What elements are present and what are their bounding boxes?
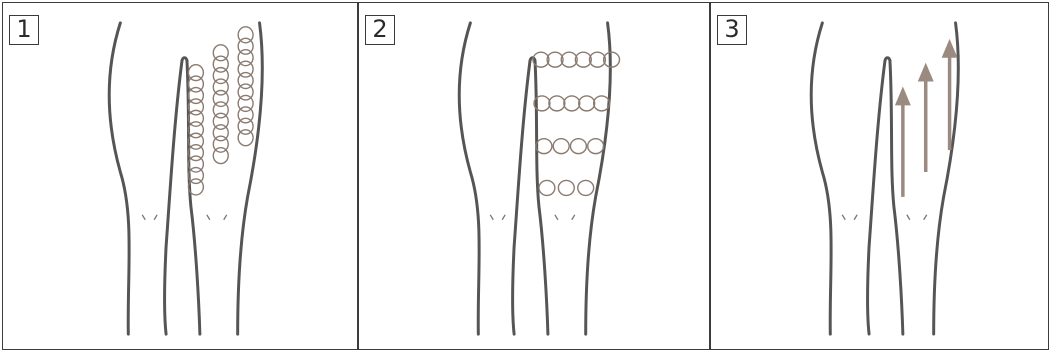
upward-arrow-1	[895, 87, 911, 197]
left-leg-outer-outline	[109, 23, 129, 334]
massage-circle	[553, 139, 569, 154]
left-leg-inner-outline	[513, 61, 530, 334]
left-leg-inner-outline	[165, 61, 182, 334]
upward-arrow-2	[918, 63, 934, 172]
massage-circle	[594, 96, 610, 111]
knee-marks	[842, 215, 926, 220]
panel-step-3: 3	[710, 2, 1049, 350]
massage-circle	[238, 130, 253, 146]
massage-circle	[549, 96, 565, 111]
massage-circle	[564, 96, 580, 111]
panel-step-1: 1	[2, 2, 358, 350]
left-leg-outer-outline	[811, 23, 831, 334]
right-leg-outer-outline	[934, 23, 959, 334]
massage-circle	[578, 180, 594, 195]
knee-marks	[142, 215, 227, 220]
massage-circle	[536, 139, 552, 154]
left-leg-outer-outline	[459, 23, 479, 334]
panel-step-2: 2	[358, 2, 710, 350]
massage-circle	[570, 139, 586, 154]
massage-circle	[558, 180, 574, 195]
left-leg-inner-outline	[868, 61, 885, 334]
massage-circle	[588, 139, 604, 154]
right-leg-inner-outline	[535, 61, 548, 334]
legs-illustration	[711, 3, 1048, 349]
right-leg-inner-outline	[187, 61, 200, 334]
massage-circle	[213, 148, 228, 164]
right-leg-outer-outline	[586, 23, 611, 334]
massage-circle	[539, 180, 555, 195]
legs-illustration	[3, 3, 357, 349]
knee-marks	[490, 215, 575, 220]
massage-circle	[579, 96, 595, 111]
legs-illustration	[359, 3, 709, 349]
right-leg-outer-outline	[238, 23, 263, 334]
massage-circles	[188, 27, 253, 195]
